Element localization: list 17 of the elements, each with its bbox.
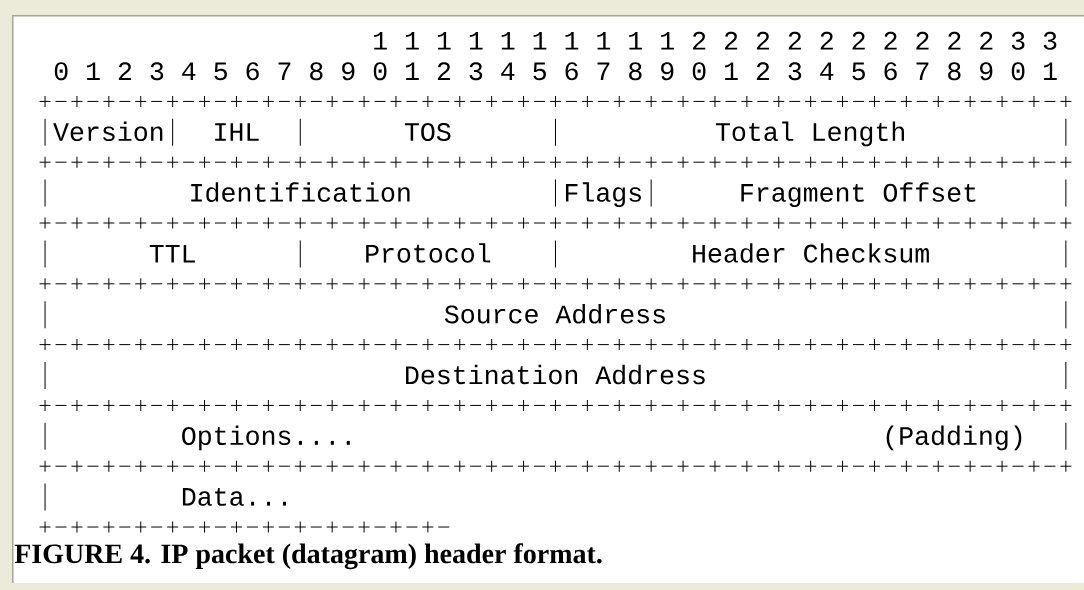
header-field: Data...: [182, 487, 286, 506]
header-field: Header Checksum: [693, 243, 929, 263]
bit-number-row: 0 1 2 3 4 5 6 7 8 9 0 1 2 3 4 5 6 7 8 9 0 1 2 3 4 5 6 7 8 9 0 1: [54, 62, 1057, 81]
header-field: Destination Address: [406, 364, 705, 385]
header-field: IHL: [215, 123, 259, 141]
header-field: Protocol: [366, 243, 491, 263]
header-field: Fragment Offset: [741, 182, 976, 208]
header-field: TTL: [149, 244, 195, 263]
header-field: Version: [53, 121, 163, 142]
header-field: Flags: [565, 182, 641, 208]
header-field: Options.... (Padding): [182, 425, 1022, 451]
figure-caption: FIGURE 4. IP packet (datagram) header format.: [14, 543, 602, 570]
header-field: TOS: [404, 123, 451, 142]
bit-number-row: 1 1 1 1 1 1 1 1 1 1 2 2 2 2 2 2 2 2 2 2 3 3: [374, 31, 1057, 50]
header-field: Total Length: [715, 121, 904, 147]
header-field: Source Address: [444, 303, 665, 324]
header-field: Identification: [191, 182, 410, 202]
